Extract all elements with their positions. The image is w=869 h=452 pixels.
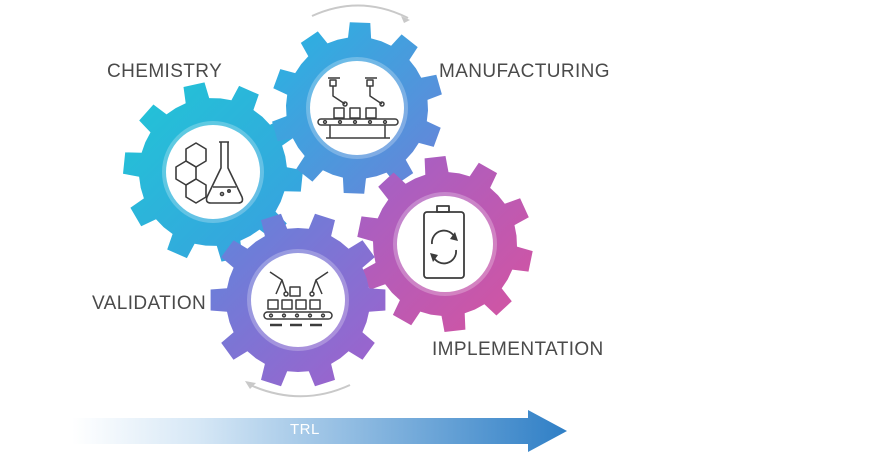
cycle-arrow-bottom-head xyxy=(245,381,256,389)
label-validation: VALIDATION xyxy=(92,293,207,314)
cycle-arrow-top-head xyxy=(401,16,410,23)
cycle-arrow-top xyxy=(311,4,409,19)
robot-hands-conveyor-icon xyxy=(263,271,333,327)
label-trl: TRL xyxy=(290,421,320,438)
gear-chemistry-hub xyxy=(166,125,260,219)
label-manufacturing: MANUFACTURING xyxy=(439,61,610,82)
battery-recycle-icon xyxy=(423,205,465,279)
cycle-arrow-bottom xyxy=(247,383,351,398)
chemistry-flask-hexagon-icon xyxy=(175,141,244,204)
trl-arrow xyxy=(72,410,567,452)
gear-implementation-hub xyxy=(397,196,493,292)
gear-implementation xyxy=(357,156,533,332)
label-implementation: IMPLEMENTATION xyxy=(432,339,604,360)
label-chemistry: CHEMISTRY xyxy=(107,61,223,82)
robotic-assembly-line-icon xyxy=(317,77,399,139)
